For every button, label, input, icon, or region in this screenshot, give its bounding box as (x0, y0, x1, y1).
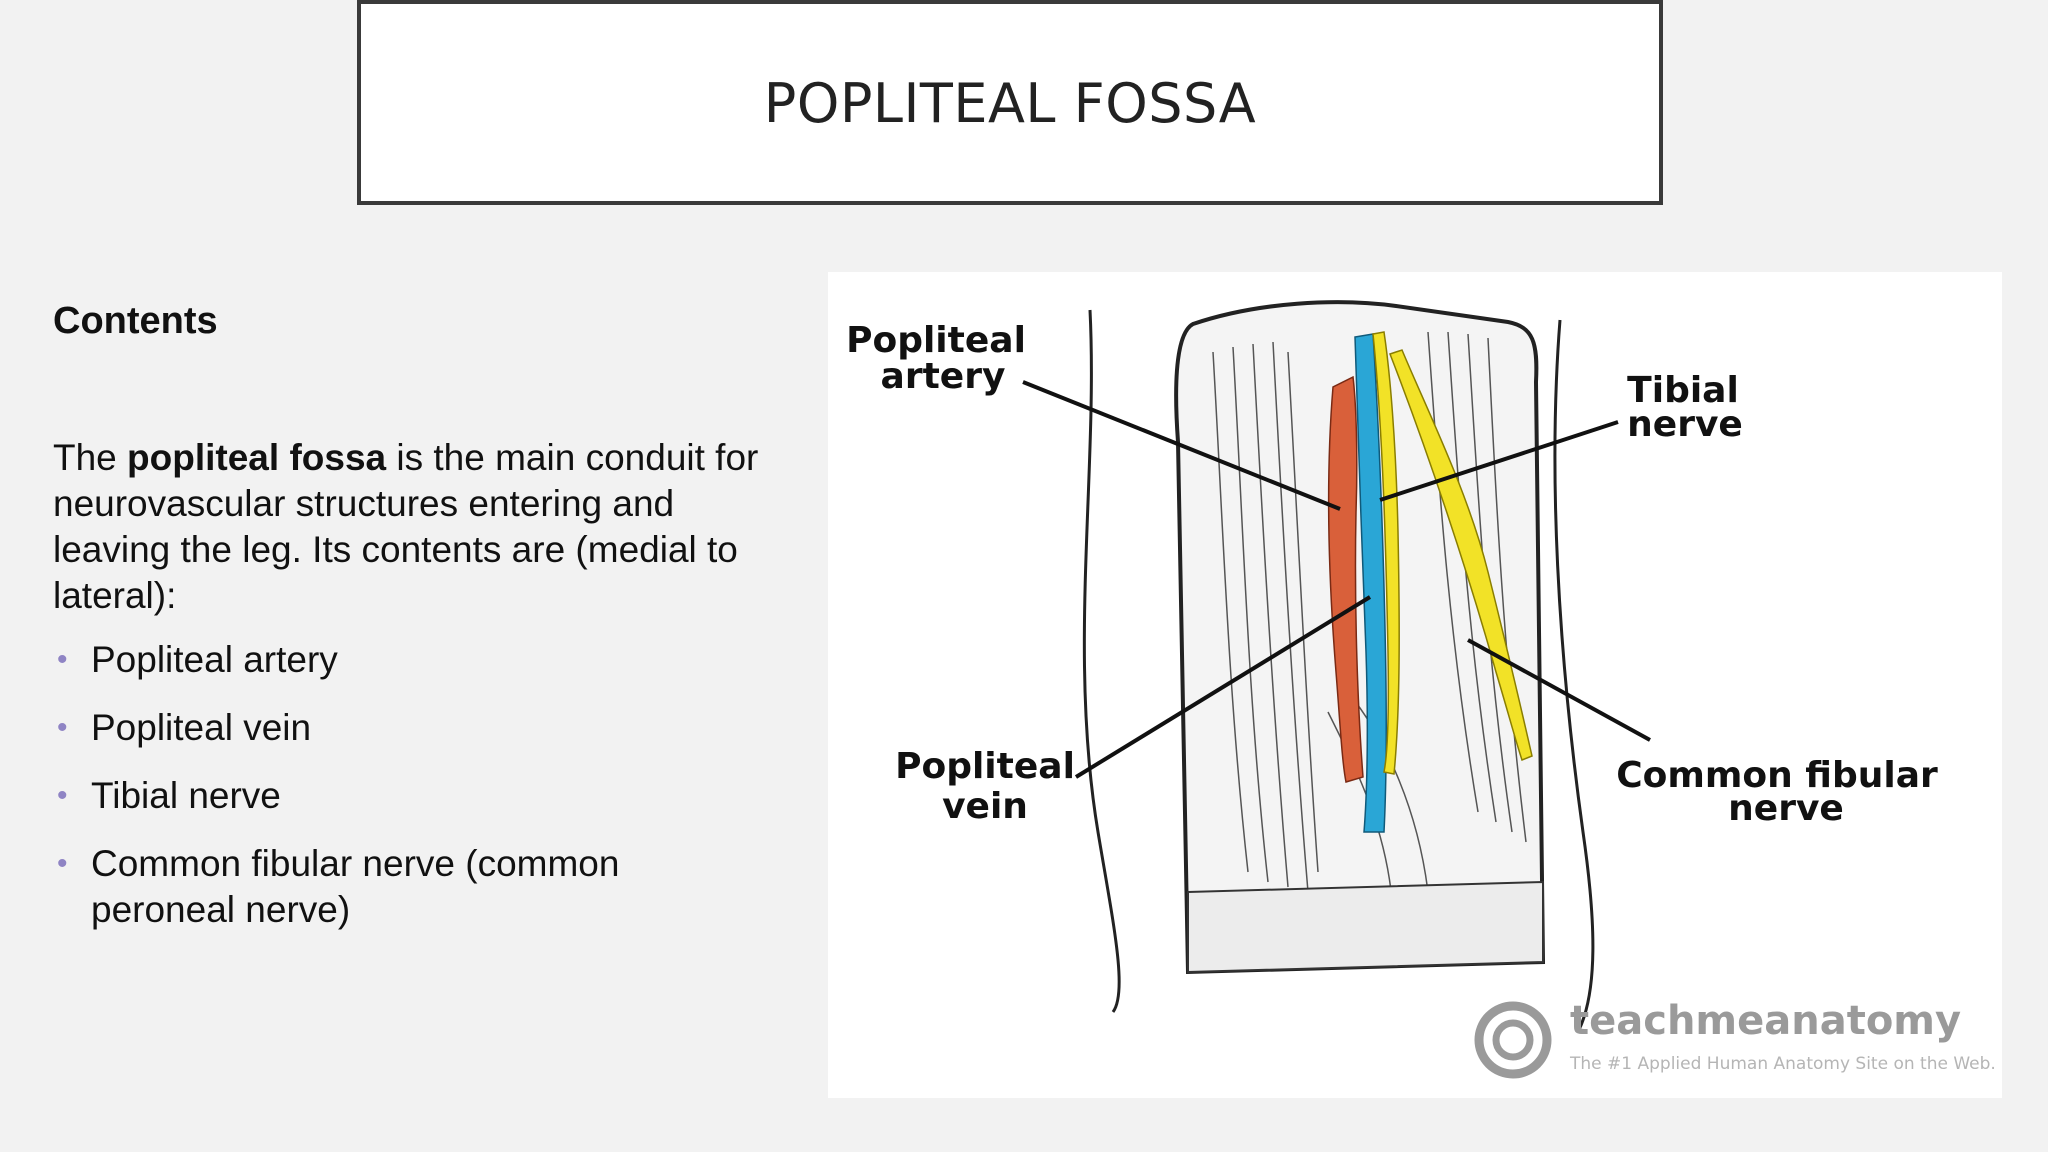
section-heading: Contents (53, 300, 218, 342)
label-popliteal-artery-line2: artery (881, 356, 1006, 397)
popliteal-vein-shape (1354, 333, 1387, 833)
label-tibial-nerve-line2: nerve (1627, 404, 1743, 445)
intro-bold-term: popliteal fossa (127, 437, 387, 478)
anatomy-illustration: Popliteal artery Tibial nerve Popliteal … (828, 272, 2002, 1098)
intro-paragraph: The popliteal fossa is the main conduit … (53, 435, 773, 619)
vein-leader-line (1074, 595, 1372, 779)
label-tibial-nerve-line1: Tibial (1627, 370, 1739, 411)
label-common-fibular-nerve-line1: Common fibular (1616, 755, 1938, 796)
artery-leader-line (1022, 380, 1341, 511)
label-common-fibular-nerve-line2: nerve (1728, 788, 1844, 829)
leg-outline-left (1082, 309, 1121, 1013)
list-item: • Tibial nerve (53, 773, 773, 819)
title-box: POPLITEAL FOSSA (357, 0, 1663, 205)
watermark-tagline: The #1 Applied Human Anatomy Site on the… (1569, 1054, 1996, 1074)
label-popliteal-vein-line1: Popliteal (895, 746, 1075, 787)
contents-list: • Popliteal artery • Popliteal vein • Tibia… (53, 637, 773, 955)
popliteal-artery-shape (1327, 375, 1364, 783)
list-item: • Popliteal artery (53, 637, 773, 683)
list-item: • Popliteal vein (53, 705, 773, 751)
cut-edge (1187, 880, 1544, 974)
bullet-dot-icon: • (57, 643, 68, 676)
fibular-leader-line (1467, 638, 1651, 742)
tibial-nerve-shape (1372, 331, 1400, 775)
list-item-text: Tibial nerve (91, 775, 281, 816)
slide-title: POPLITEAL FOSSA (763, 72, 1257, 135)
watermark-logo-icon (1474, 1001, 1552, 1079)
list-item-text: Popliteal vein (91, 707, 312, 748)
bullet-dot-icon: • (57, 779, 68, 812)
list-item: • Common fibular nerve (common peroneal n… (53, 841, 773, 933)
watermark-brand: teachmeanatomy (1570, 998, 1961, 1044)
list-item-text: Common fibular nerve (common peroneal ne… (91, 843, 620, 930)
popliteal-fossa-drawing: Popliteal artery Tibial nerve Popliteal … (846, 300, 1996, 1079)
label-popliteal-vein-line2: vein (942, 786, 1028, 827)
bullet-dot-icon: • (57, 847, 68, 880)
list-item-text: Popliteal artery (91, 639, 338, 680)
bullet-dot-icon: • (57, 711, 68, 744)
tibial-leader-line (1379, 420, 1619, 502)
intro-text-end: is the main conduit for neurovascular st… (53, 437, 759, 616)
leg-outline-right (1553, 319, 1595, 1033)
label-popliteal-artery-line1: Popliteal (846, 320, 1026, 361)
intro-text-start: The (53, 437, 128, 478)
